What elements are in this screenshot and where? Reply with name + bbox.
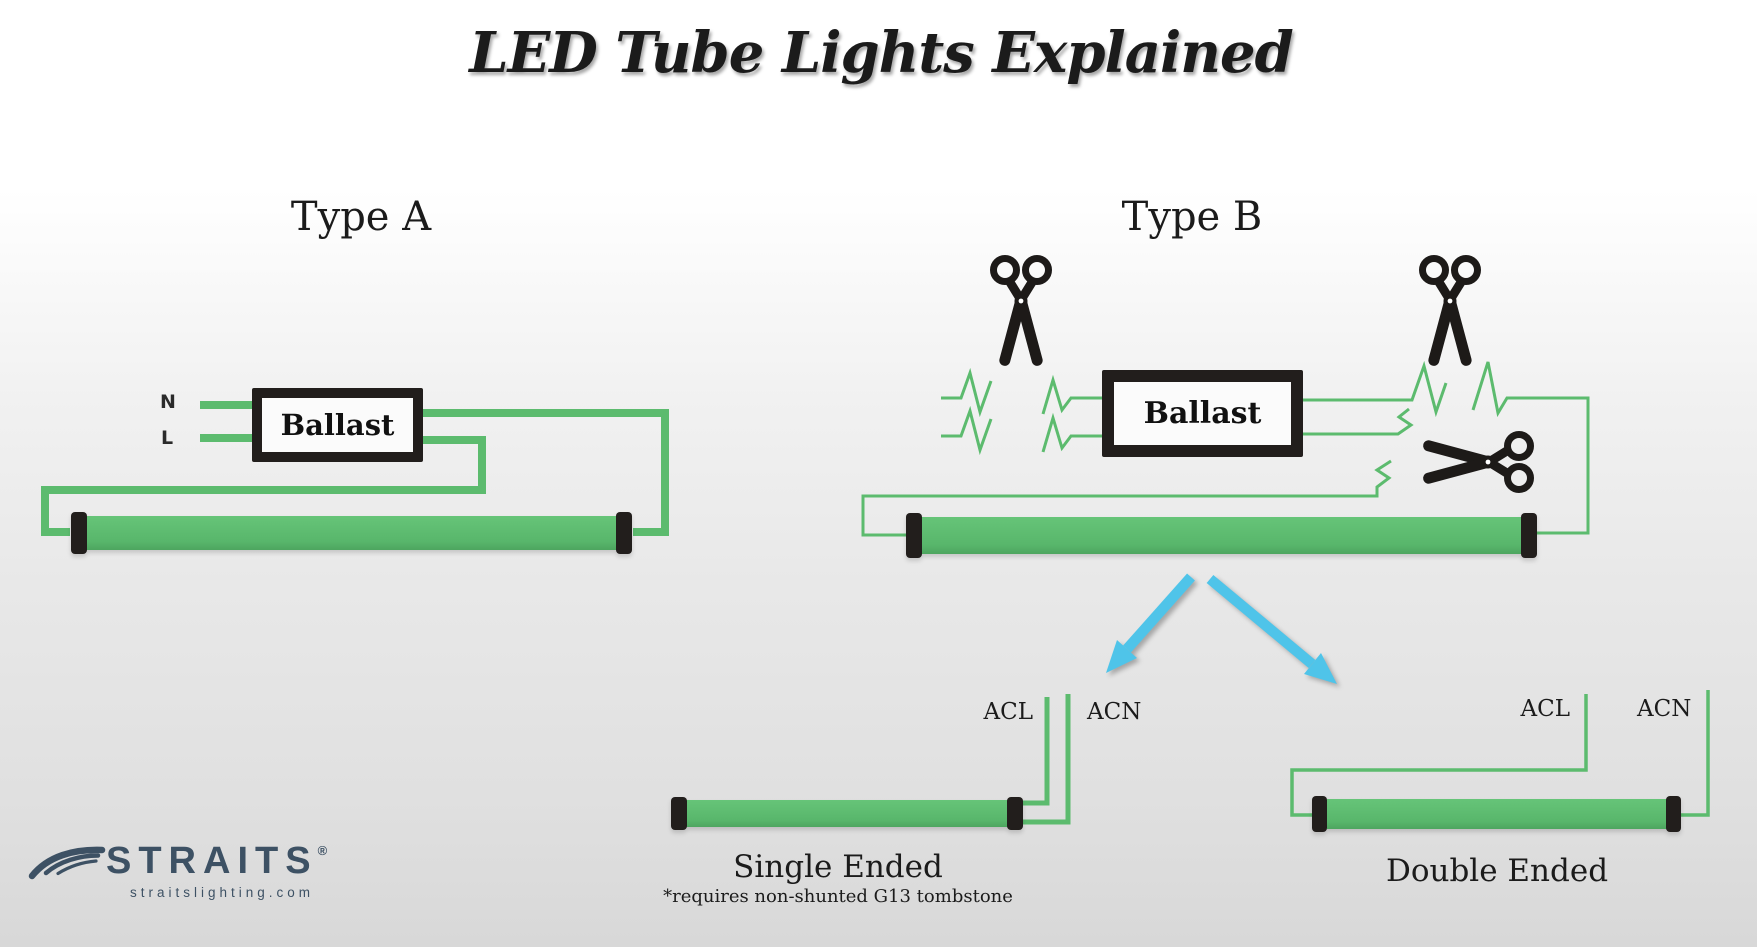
cut-wire-stub [1041,374,1102,415]
cut-wire-stub [1303,407,1414,436]
type-b-return-wire [861,459,1392,537]
cut-wire-stub [1041,412,1102,453]
straits-logo-wordmark: STRAITS® [106,840,327,883]
double-ended-tube-left-cap [1312,796,1327,832]
neutral-wire-label: N [160,391,176,413]
double-ended-acn-wire [1681,690,1710,817]
single-ended-acl-wire [1022,697,1050,806]
type-a-left-loop-wire [41,436,486,536]
type-b-heading: Type B [1121,194,1263,240]
type-b-diagram [861,259,1590,558]
double-ended-diagram [1290,690,1710,832]
type-b-led-tube [906,513,1537,558]
type-b-tube-right-cap [1521,513,1537,558]
type-b-tube-left-cap [906,513,922,558]
double-ended-acn-label: ACN [1637,696,1692,722]
single-ended-led-tube [671,797,1023,830]
arrow-to-single-ended [1106,573,1195,673]
type-a-heading: Type A [290,194,432,240]
single-ended-acn-wire [1022,694,1071,825]
type-a-led-tube [71,512,632,554]
type-b-ballast-label: Ballast [1143,396,1262,431]
scissors-icon [1423,259,1478,368]
type-b-right-down-wire [1471,361,1590,535]
type-a-tube-left-cap [71,512,87,554]
single-ended-tube-right-cap [1007,797,1023,830]
scissors-icon [1422,435,1531,490]
type-b-ballast-box [1102,370,1303,457]
single-ended-acl-label: ACL [983,699,1033,725]
straits-wave-icon [28,846,106,880]
cut-wire-stub [941,405,993,456]
brand-text: STRAITS [106,840,318,882]
arrow-to-double-ended [1206,574,1337,684]
single-ended-tube-left-cap [671,797,687,830]
double-ended-tube-right-cap [1666,796,1681,832]
single-ended-diagram [671,694,1071,830]
double-ended-led-tube [1312,796,1681,832]
single-ended-footnote: *requires non-shunted G13 tombstone [663,886,1013,907]
type-a-tube-right-cap [616,512,632,554]
straits-website-url: straitslighting.com [130,885,315,900]
single-ended-title: Single Ended [733,849,943,885]
type-a-right-loop-wire [421,409,669,536]
scissors-icon [994,259,1049,368]
double-ended-title: Double Ended [1385,853,1609,889]
registered-trademark-symbol: ® [317,843,328,858]
double-ended-acl-wire [1290,694,1588,817]
double-ended-acl-label: ACL [1520,696,1570,722]
type-a-ballast-label: Ballast [280,408,395,442]
single-ended-acn-label: ACN [1087,699,1142,725]
line-wire-label: L [161,427,174,449]
cut-wire-stub [941,367,993,418]
flow-arrows [1106,573,1337,684]
type-a-diagram [41,388,669,554]
cut-wire-stub [1303,360,1448,418]
page-title: LED Tube Lights Explained [469,20,1294,86]
type-a-ballast-box [252,388,423,462]
